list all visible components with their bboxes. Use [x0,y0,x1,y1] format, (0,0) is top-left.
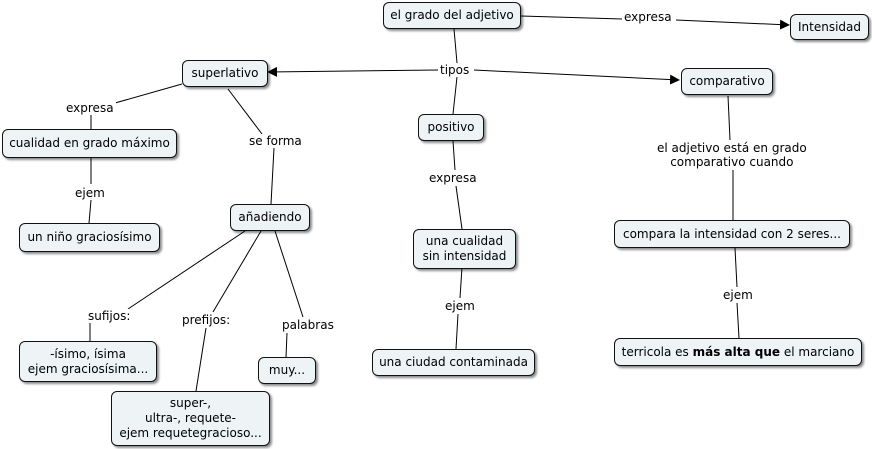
edge-expresa-intensidad [675,19,790,30]
link-label-prefijos: prefijos: [180,313,233,327]
node-intensidad[interactable]: Intensidad [790,14,869,40]
link-label-expresa-top: expresa [622,10,674,24]
node-una-cualidad-line2: sin intensidad [422,249,507,263]
node-muy[interactable]: muy... [258,357,316,384]
node-una-cualidad[interactable]: una cualidad sin intensidad [413,229,516,269]
node-terricola[interactable]: terricola es más alta que el marciano [614,338,862,366]
node-positivo[interactable]: positivo [418,114,484,141]
node-isimo-line2: ejem graciosísima... [27,361,149,376]
node-super-line2: ultra-, requete- [145,411,236,425]
link-label-ejem-pos: ejem [443,299,477,313]
edge-superlativo-expresa [114,83,183,104]
link-label-expresa-pos: expresa [427,171,479,185]
edge-ejem-nino [88,199,92,224]
edge-seforma-anadiendo [270,147,275,205]
edge-anadiendo-palabras [274,230,304,318]
node-isimo-line1: -ísimo, ísima [50,346,126,361]
edge-expresa-unacualidad [455,185,463,230]
edge-prefijos-super [195,327,207,392]
edge-compara-ejem [734,247,738,288]
link-label-ejem-sup: ejem [73,186,107,200]
node-super-line3: ejem requetegracioso... [119,426,262,440]
node-comparativo[interactable]: comparativo [681,68,773,95]
terricola-pre: terricola es [621,344,693,359]
edge-positivo-expresa [452,140,456,171]
edge-tipos-comparativo [473,69,680,85]
terricola-bold: más alta que [692,344,781,359]
link-label-palabras: palabras [280,318,336,332]
edge-tipos-positivo [452,76,458,115]
edge-palabras-muy [285,332,288,358]
link-label-ejem-comp: ejem [721,288,755,302]
terricola-post: el marciano [780,344,855,359]
link-label-se-forma: se forma [247,134,304,148]
edge-root-expresa [520,15,623,20]
node-cualidad-maxima[interactable]: cualidad en grado máximo [2,129,177,158]
link-label-comp-line2: comparativo cuando [670,155,794,169]
node-prefijos-ejemplos[interactable]: super-, ultra-, requete- ejem requetegra… [111,391,270,446]
node-nino[interactable]: un niño graciosísimo [19,223,160,252]
edge-anadiendo-prefijos [212,230,262,313]
edge-ejem-terricola [736,302,740,339]
node-ciudad[interactable]: una ciudad contaminada [372,349,535,376]
edge-superlativo-seforma [227,88,263,135]
node-superlativo[interactable]: superlativo [182,60,268,87]
edge-anadiendo-sufijos [127,230,246,310]
node-compara[interactable]: compara la intensidad con 2 seres... [614,220,850,248]
link-label-sufijos: sufijos: [86,309,133,323]
edge-comparativo-text [727,95,731,141]
node-una-cualidad-line1: una cualidad [425,234,504,248]
link-label-comp-line1: el adjetivo está en grado [657,141,807,155]
link-label-tipos: tipos [438,63,472,77]
edge-ejem-ciudad [455,313,459,350]
node-isimo[interactable]: -ísimo, ísima ejem graciosísima... [19,341,157,382]
node-anadiendo[interactable]: añadiendo [230,204,310,231]
node-super-line1: super-, [169,396,212,410]
link-label-expresa-sup: expresa [64,101,116,115]
edge-tipos-superlativo [267,66,439,77]
edge-root-tipos [453,28,458,64]
link-label-comparativo-cuando: el adjetivo está en grado comparativo cu… [655,141,809,169]
edge-unacualidad-ejem [459,266,463,299]
node-root[interactable]: el grado del adjetivo [383,2,521,29]
